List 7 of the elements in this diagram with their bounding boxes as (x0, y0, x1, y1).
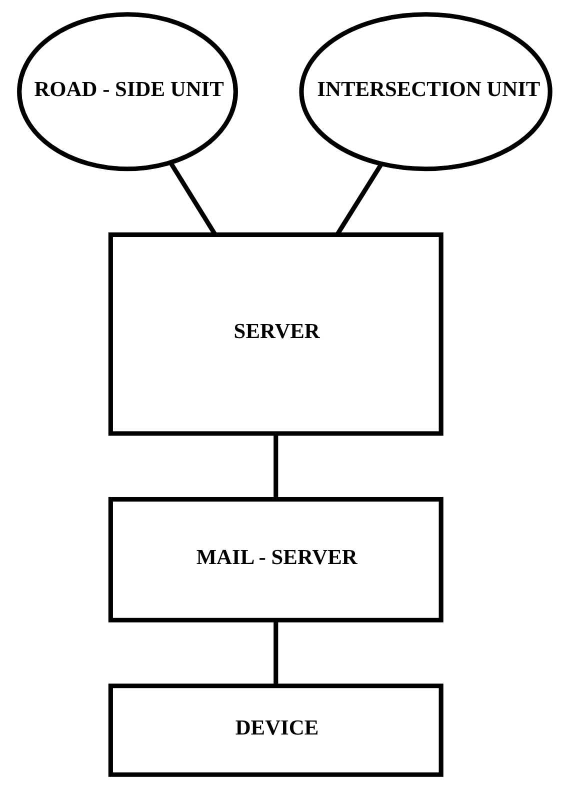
connector (274, 620, 278, 686)
node-box: SERVER (108, 232, 444, 436)
node-box: DEVICE (108, 684, 444, 777)
node-box: MAIL - SERVER (108, 496, 444, 622)
node-ellipse: INTERSECTION UNIT (299, 12, 552, 172)
connector (274, 434, 278, 499)
node-ellipse: ROAD - SIDE UNIT (17, 12, 238, 172)
